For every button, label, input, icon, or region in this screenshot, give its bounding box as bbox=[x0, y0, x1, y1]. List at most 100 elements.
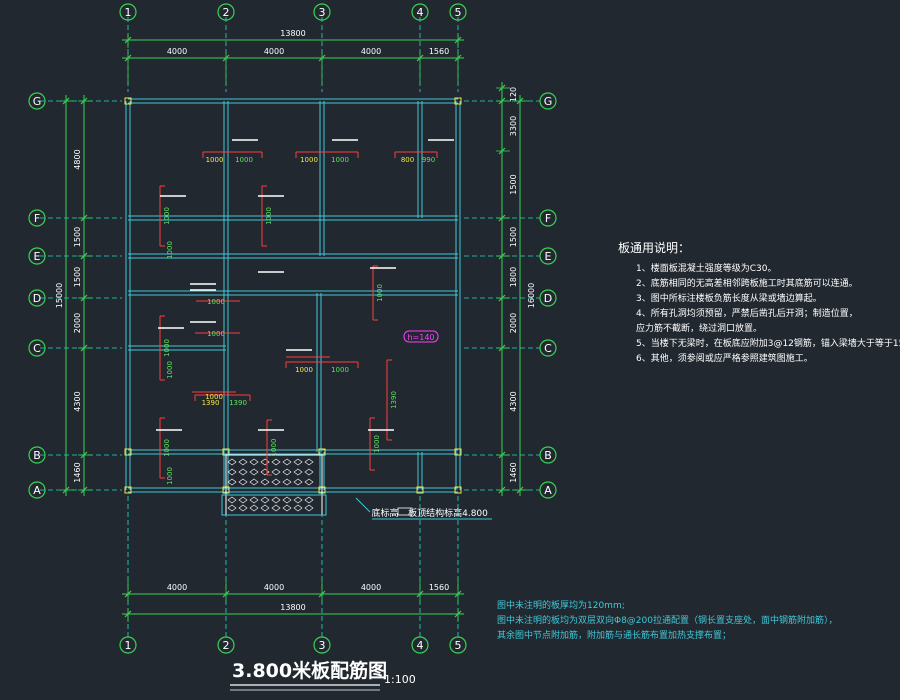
stair-landing-mark-8 bbox=[227, 504, 237, 512]
grid-bubble-bottom-3-circle bbox=[313, 636, 331, 654]
dimension-top-span-value-1: 4000 bbox=[264, 47, 284, 56]
stair-landing-mark-11 bbox=[260, 504, 270, 512]
grid-bubble-left-A-label: A bbox=[33, 484, 41, 497]
bottom-note-1: 图中未注明的板均为双层双向Φ8@200拉通配置（钢长置支座处，面中钢筋附加筋）， bbox=[497, 614, 838, 626]
rebar-length-label-18: 1000 bbox=[207, 298, 225, 306]
stair-landing-mark-7 bbox=[304, 496, 314, 504]
stair-landing-mark-3 bbox=[260, 496, 270, 504]
grid-bubble-left-G-label: G bbox=[33, 95, 42, 108]
dimension-top-total-value-0: 13800 bbox=[280, 29, 305, 38]
column-marker-6 bbox=[416, 486, 424, 494]
rebar-length-label-14: 1390 bbox=[390, 391, 398, 409]
grid-bubble-right-G-circle bbox=[539, 92, 557, 110]
column-marker-7 bbox=[124, 448, 132, 456]
column-marker-1 bbox=[454, 97, 462, 105]
grid-bubble-right-D-circle bbox=[539, 289, 557, 307]
rebar-length-label-6: 1000 bbox=[163, 207, 171, 225]
stair-landing-mark-14 bbox=[293, 504, 303, 512]
stair-hatch-area bbox=[221, 454, 327, 516]
stair-hatch-mark-20 bbox=[271, 478, 281, 486]
grid-bubble-left-G-circle bbox=[28, 92, 46, 110]
grid-bubble-left-A-circle bbox=[28, 481, 46, 499]
grid-bubble-right-C-label: C bbox=[544, 342, 552, 355]
notes-item-2: 3、图中所标注楼板负筋长度从梁或墙边算起。 bbox=[636, 292, 822, 304]
notes-heading: 板通用说明： bbox=[618, 240, 690, 255]
notes-item-5: 5、当楼下无梁时，在板底应附加3@12钢筋，锚入梁墙大于等于15d bbox=[636, 337, 900, 349]
stair-hatch-mark-17 bbox=[238, 478, 248, 486]
rebar-length-label-5: 990 bbox=[422, 156, 435, 164]
grid-bubble-right-B-label: B bbox=[544, 449, 552, 462]
stair-landing-mark-0 bbox=[227, 496, 237, 504]
grid-bubble-bottom-1-label: 1 bbox=[125, 639, 132, 652]
stair-hatch-mark-3 bbox=[260, 458, 270, 466]
grid-bubble-top-3-circle bbox=[313, 3, 331, 21]
stair-landing-mark-9 bbox=[238, 504, 248, 512]
column-marker-2 bbox=[124, 486, 132, 494]
rebar-length-label-21: 1000 bbox=[166, 241, 174, 259]
dimension-top-span-value-3: 1560 bbox=[429, 47, 449, 56]
grid-bubble-left-F-label: F bbox=[34, 212, 40, 225]
rebar-length-label-9: 1000 bbox=[270, 439, 278, 457]
grid-bubble-right-A-label: A bbox=[544, 484, 552, 497]
stair-landing-mark-12 bbox=[271, 504, 281, 512]
grid-bubble-left-D-label: D bbox=[33, 292, 41, 305]
dimension-right-span-value-0: 120 bbox=[509, 87, 518, 102]
grid-bubble-top-2-label: 2 bbox=[223, 6, 230, 19]
grid-bubble-bottom-4-circle bbox=[411, 636, 429, 654]
stair-landing-mark-13 bbox=[282, 504, 292, 512]
bottom-note-2: 其余图中节点附加筋，附加筋与通长筋布置加热支撑布置； bbox=[497, 629, 731, 641]
grid-bubble-left-C-circle bbox=[28, 339, 46, 357]
rebar-length-label-7: 1000 bbox=[265, 207, 273, 225]
grid-bubble-left-F-circle bbox=[28, 209, 46, 227]
grid-bubble-top-2-circle bbox=[217, 3, 235, 21]
stair-hatch-mark-1 bbox=[238, 458, 248, 466]
dimension-left-total-value-0: 15000 bbox=[55, 283, 64, 308]
rebar-length-label-17: 1000 bbox=[205, 393, 223, 401]
stair-landing-mark-2 bbox=[249, 496, 259, 504]
stair-hatch-mark-2 bbox=[249, 458, 259, 466]
grid-bubble-top-1-circle bbox=[119, 3, 137, 21]
notes-item-1: 2、底筋相同的无高差相邻跨板施工时其底筋可以连通。 bbox=[636, 277, 858, 289]
grid-bubble-bottom-2-circle bbox=[217, 636, 235, 654]
rebar-length-label-8: 1000 bbox=[163, 339, 171, 357]
grid-bubble-left-E-label: E bbox=[34, 250, 41, 263]
stair-hatch-mark-4 bbox=[271, 458, 281, 466]
grid-bubble-top-4-label: 4 bbox=[417, 6, 424, 19]
grid-bubble-left-B-label: B bbox=[33, 449, 41, 462]
stair-hatch-mark-15 bbox=[304, 468, 314, 476]
grid-bubble-left-B-circle bbox=[28, 446, 46, 464]
column-marker-3 bbox=[454, 486, 462, 494]
grid-bubble-top-1-label: 1 bbox=[125, 6, 132, 19]
grid-bubble-right-A-circle bbox=[539, 481, 557, 499]
grid-bubble-right-D-label: D bbox=[544, 292, 552, 305]
grid-bubble-top-4-circle bbox=[411, 3, 429, 21]
hatch-legend-label: 底标高 bbox=[371, 507, 398, 519]
stair-hatch-mark-18 bbox=[249, 478, 259, 486]
grid-bubble-top-5-label: 5 bbox=[455, 6, 462, 19]
stair-hatch-mark-5 bbox=[282, 458, 292, 466]
grid-bubble-left-C-label: C bbox=[33, 342, 41, 355]
grid-bubble-right-B-circle bbox=[539, 446, 557, 464]
grid-bubble-right-E-circle bbox=[539, 247, 557, 265]
stair-hatch-mark-14 bbox=[293, 468, 303, 476]
dimension-right-span-value-5: 2000 bbox=[509, 313, 518, 333]
bottom-note-0: 图中未注明的板厚均为120mm; bbox=[497, 599, 625, 611]
grid-bubble-right-F-circle bbox=[539, 209, 557, 227]
hatch-legend-note: 板顶结构标高4.800 bbox=[408, 507, 488, 519]
dimension-right-span-value-2: 1500 bbox=[509, 174, 518, 194]
dimension-top-span-value-2: 4000 bbox=[361, 47, 381, 56]
stair-landing-border bbox=[221, 494, 327, 516]
notes-item-0: 1、楼面板混凝土强度等级为C30。 bbox=[636, 262, 776, 274]
stair-hatch-mark-16 bbox=[227, 478, 237, 486]
rebar-length-label-1: 1000 bbox=[235, 156, 253, 164]
grid-bubble-bottom-2-label: 2 bbox=[223, 639, 230, 652]
stair-hatch-mark-6 bbox=[293, 458, 303, 466]
column-marker-8 bbox=[454, 448, 462, 456]
dimension-right-span-value-7: 1460 bbox=[509, 462, 518, 482]
rebar-length-label-20: 1000 bbox=[166, 467, 174, 485]
stair-hatch-mark-11 bbox=[260, 468, 270, 476]
slab-thickness-tag-border bbox=[403, 330, 439, 343]
dimension-right-total-value-0: 16000 bbox=[527, 283, 536, 308]
dimension-right-span-value-6: 4300 bbox=[509, 391, 518, 411]
